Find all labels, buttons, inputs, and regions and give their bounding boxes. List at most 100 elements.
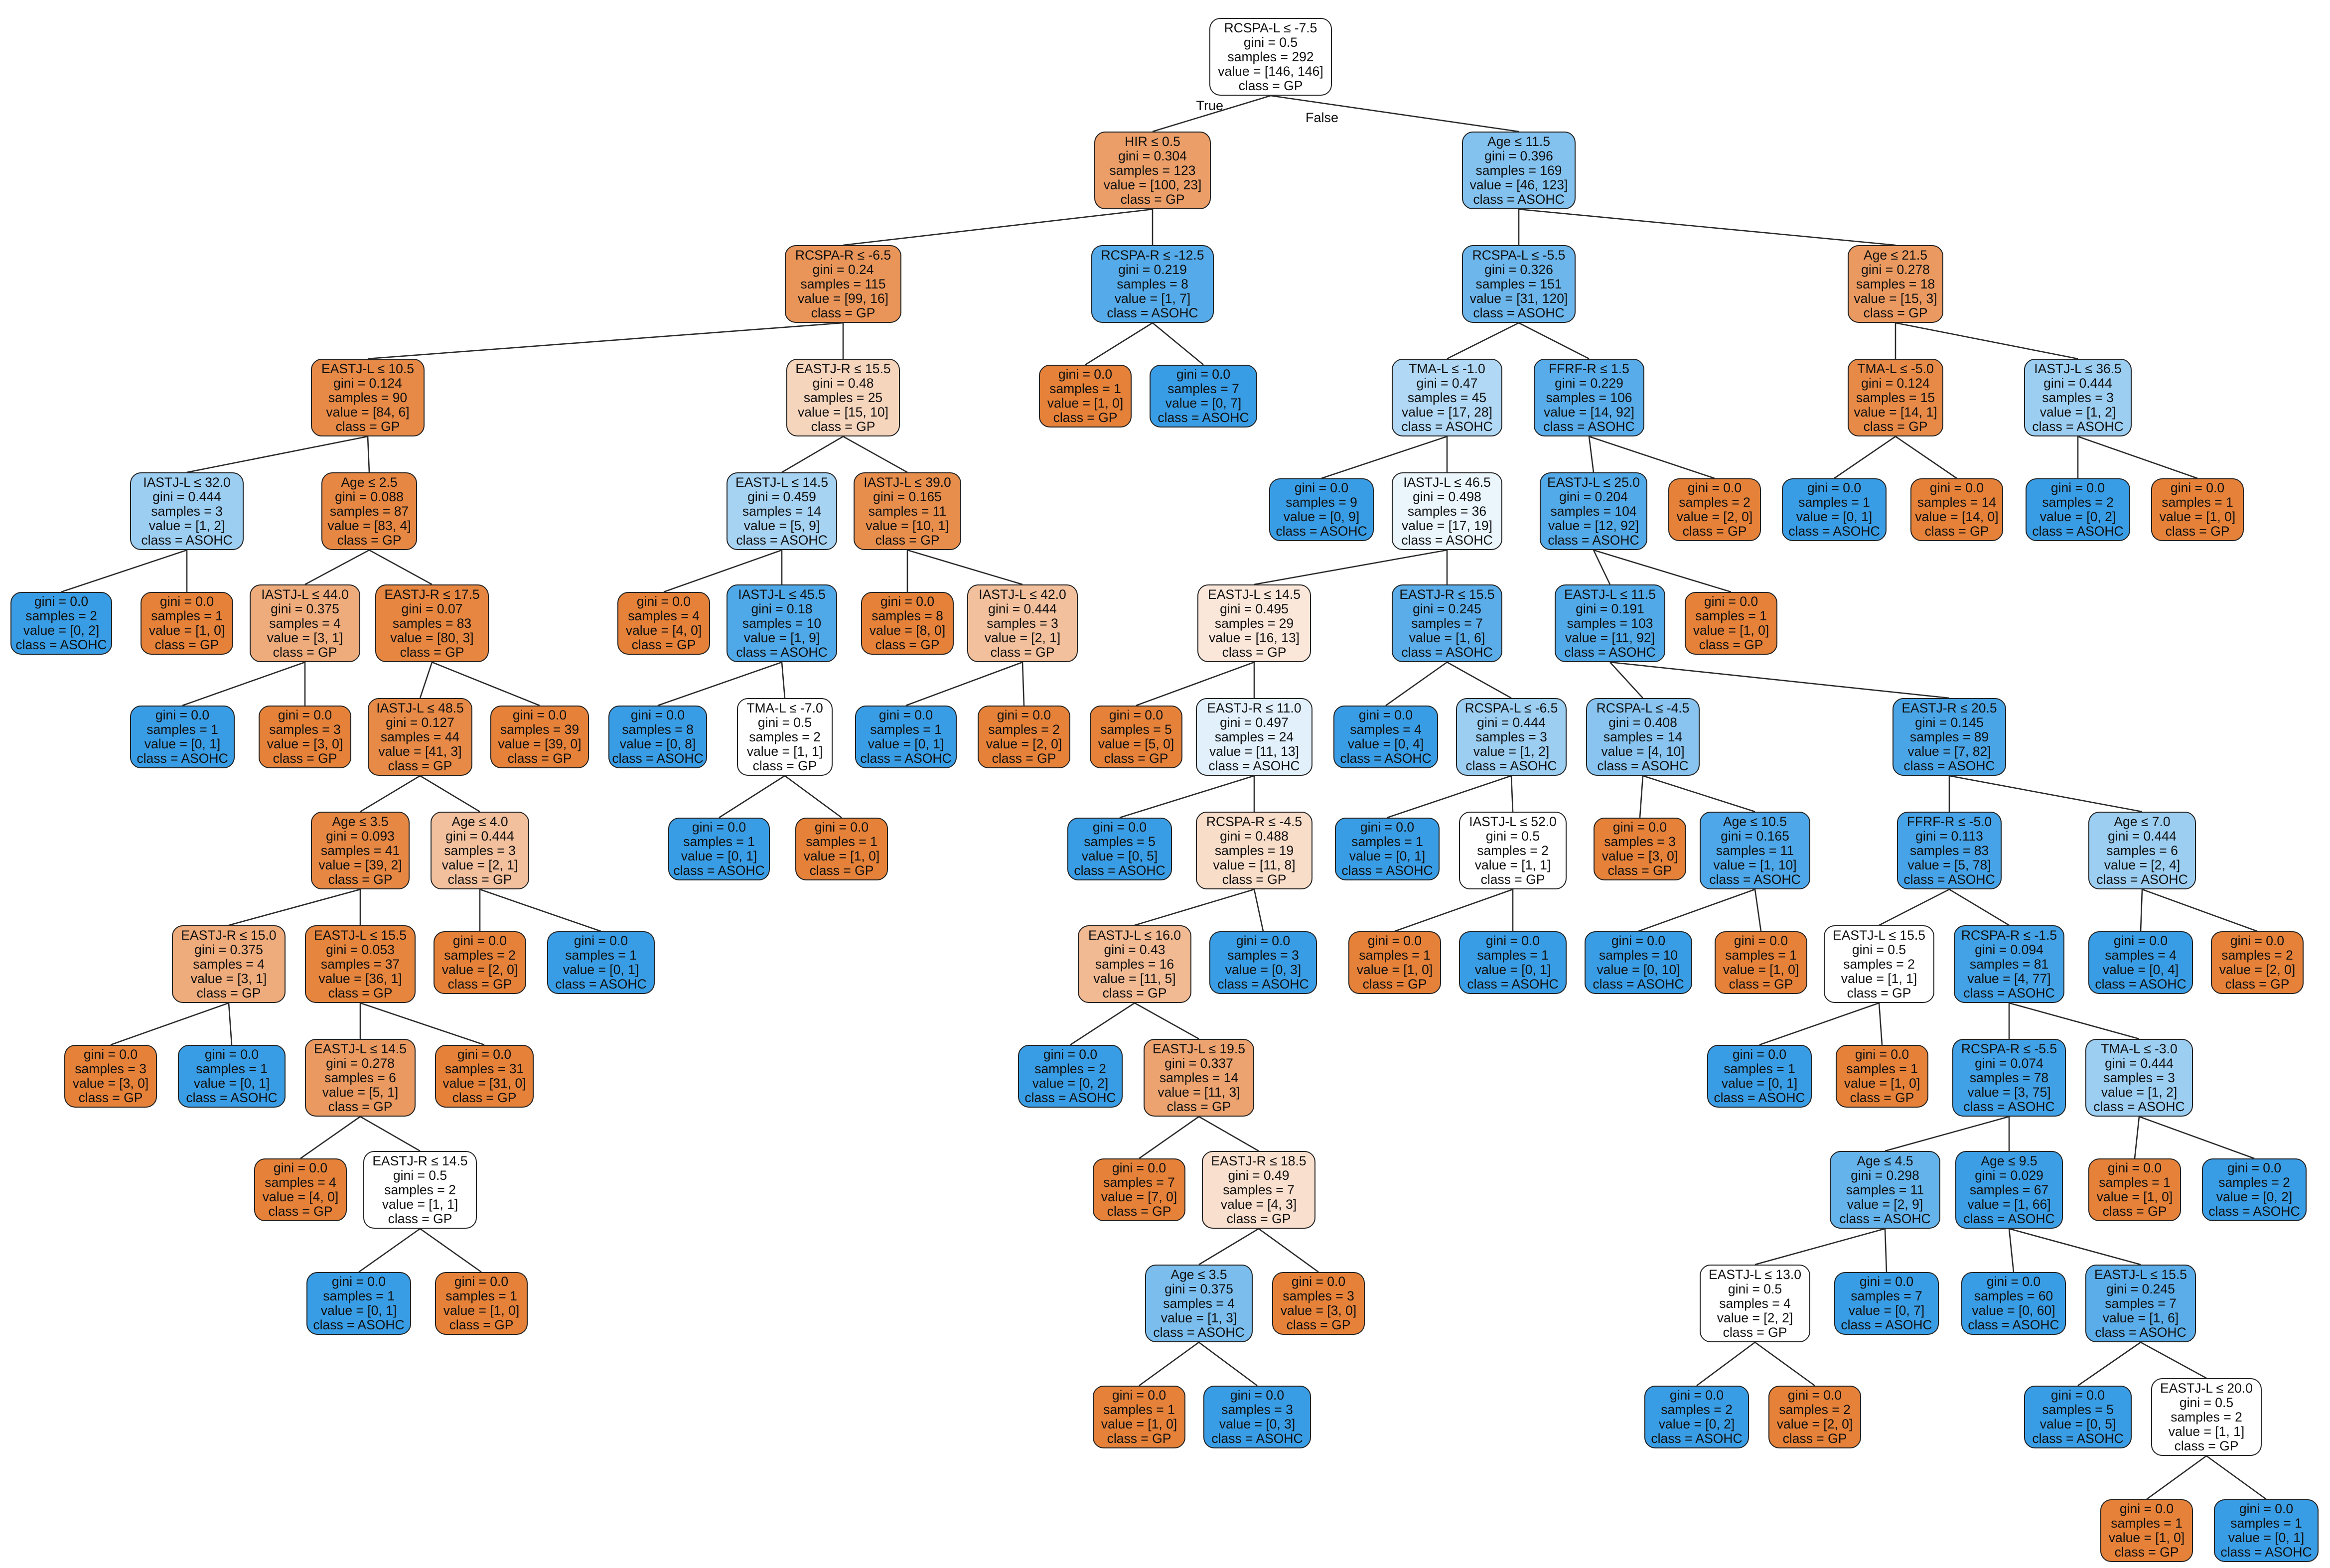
edge-n11-n12 (419, 662, 433, 699)
node-line: gini = 0.43 (1104, 942, 1165, 957)
node-line: IASTJ-L ≤ 32.0 (143, 474, 231, 490)
node-line: samples = 1 (323, 1288, 395, 1303)
node-line: gini = 0.0 (814, 820, 869, 835)
edge-n58-n59 (1198, 1228, 1259, 1266)
node-line: EASTJ-R ≤ 14.5 (372, 1153, 468, 1168)
node-line: class = ASOHC (1401, 644, 1493, 660)
node-line: gini = 0.408 (1608, 714, 1677, 730)
edge-n86-n87 (1754, 1228, 1886, 1266)
node-line: value = [0, 2] (23, 623, 100, 638)
node-line: samples = 36 (1407, 503, 1487, 519)
node-line: gini = 0.495 (1220, 601, 1289, 616)
node-line: value = [0, 4] (2102, 962, 2179, 977)
node-line: RCSPA-L ≤ -7.5 (1224, 20, 1317, 35)
node-line: gini = 0.0 (2119, 1501, 2174, 1516)
node-line: samples = 1 (1359, 948, 1431, 963)
node-line: value = [12, 92] (1548, 518, 1639, 533)
node-line: samples = 1 (2162, 495, 2233, 510)
node-line: value = [1, 0] (1723, 962, 1799, 977)
node-line: samples = 5 (1100, 722, 1172, 737)
node-line: class = ASOHC (612, 751, 704, 766)
node-line: gini = 0.0 (1687, 480, 1742, 495)
node-line: value = [100, 23] (1103, 177, 1202, 192)
node-line: class = ASOHC (673, 863, 765, 878)
node-line: samples = 14 (742, 503, 822, 519)
edge-n106-n110 (1895, 322, 2078, 360)
edge-n79-n101 (1949, 775, 2143, 813)
edge-n54-n56 (1134, 1002, 1199, 1040)
node-line: samples = 4 (193, 956, 265, 972)
node-line: gini = 0.07 (401, 601, 463, 616)
node-line: EASTJ-L ≤ 25.0 (1547, 474, 1640, 490)
node-line: samples = 39 (500, 722, 580, 737)
node-line: value = [1, 0] (1693, 623, 1769, 638)
node-line: class = GP (1107, 1431, 1171, 1446)
node-line: value = [2, 0] (2219, 962, 2296, 977)
node-line: gini = 0.0 (1807, 480, 1862, 495)
edge-n81-n83 (1878, 1002, 1883, 1045)
node-line: value = [1, 1] (1474, 857, 1551, 872)
node-line: samples = 292 (1227, 49, 1314, 64)
node-line: gini = 0.165 (873, 489, 942, 504)
node-line: value = [11, 92] (1565, 630, 1655, 645)
node-line: RCSPA-R ≤ -12.5 (1101, 247, 1204, 263)
node-line: samples = 7 (1411, 615, 1483, 631)
node-line: value = [0, 1] (681, 849, 757, 863)
node-line: EASTJ-R ≤ 15.5 (1399, 586, 1495, 602)
node-line: samples = 5 (2042, 1402, 2114, 1417)
node-line: gini = 0.0 (1734, 933, 1788, 948)
node-line: class = GP (631, 637, 696, 652)
node-line: IASTJ-L ≤ 39.0 (864, 474, 951, 490)
node-line: value = [2, 1] (441, 857, 518, 872)
node-line: gini = 0.0 (83, 1047, 138, 1062)
node-line: class = ASOHC (1543, 419, 1635, 434)
node-line: samples = 6 (324, 1070, 396, 1085)
node-line: samples = 1 (565, 948, 637, 963)
node-line: samples = 19 (1214, 843, 1294, 858)
node-line: value = [1, 0] (1844, 1076, 1920, 1091)
node-line: gini = 0.375 (271, 601, 339, 616)
node-line: class = GP (1053, 410, 1118, 425)
node-line: value = [0, 1] (144, 736, 221, 751)
node-line: value = [0, 1] (1474, 962, 1551, 977)
edge-n74-n76 (1642, 775, 1755, 813)
node-line: value = [4, 10] (1601, 743, 1685, 759)
node-line: value = [0, 4] (1347, 736, 1424, 751)
node-line: value = [10, 1] (866, 518, 949, 533)
node-line: samples = 18 (1856, 276, 1935, 291)
node-line: EASTJ-L ≤ 15.5 (314, 927, 407, 943)
node-line: samples = 2 (384, 1182, 456, 1197)
node-line: class = ASOHC (1839, 1211, 1931, 1226)
edge-n12-n24 (420, 775, 480, 813)
edge-n93-n94 (2077, 1341, 2141, 1387)
edge-n7-n11 (369, 549, 433, 585)
node-line: gini = 0.497 (1220, 714, 1289, 730)
node-line: samples = 8 (622, 722, 694, 737)
node-line: value = [1, 2] (2101, 1084, 2178, 1100)
node-line: TMA-L ≤ -3.0 (2101, 1041, 2178, 1056)
node-line: EASTJ-L ≤ 14.5 (1208, 586, 1301, 602)
node-line: gini = 0.498 (1413, 489, 1481, 504)
edge-n41-n42 (1085, 322, 1153, 366)
node-line: samples = 1 (2111, 1516, 2183, 1531)
node-line: class = GP (1863, 419, 1928, 434)
node-line: class = GP (335, 419, 400, 434)
node-line: RCSPA-L ≤ -4.5 (1596, 700, 1690, 715)
